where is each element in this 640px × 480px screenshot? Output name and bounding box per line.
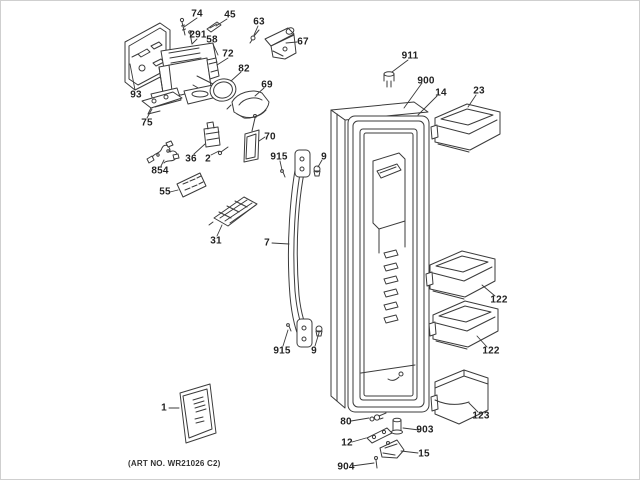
harness-854 bbox=[146, 140, 180, 164]
callout-70: 70 bbox=[264, 131, 276, 143]
callout-915-top: 915 bbox=[270, 151, 288, 163]
freezer-door-14 bbox=[330, 101, 430, 413]
callout-69: 69 bbox=[261, 79, 273, 91]
bracket-75 bbox=[141, 91, 183, 115]
callout-72: 72 bbox=[222, 48, 234, 60]
screw-904 bbox=[374, 456, 378, 469]
screw-74 bbox=[179, 17, 186, 36]
callout-9-top: 9 bbox=[321, 151, 327, 163]
callout-75: 75 bbox=[141, 117, 153, 129]
callout-23: 23 bbox=[473, 85, 485, 97]
drip-tray-69 bbox=[226, 90, 270, 119]
screw-2 bbox=[217, 146, 229, 156]
screw-291 bbox=[188, 30, 193, 45]
tray-31 bbox=[208, 196, 258, 227]
callout-915-bottom: 915 bbox=[273, 345, 291, 357]
callout-903: 903 bbox=[416, 424, 434, 436]
callout-122-lower: 122 bbox=[482, 345, 500, 357]
callout-80: 80 bbox=[340, 416, 352, 428]
callout-93: 93 bbox=[130, 89, 142, 101]
door-bin-122-upper bbox=[425, 250, 496, 300]
callout-2: 2 bbox=[205, 153, 211, 165]
callout-63: 63 bbox=[253, 16, 265, 28]
plug-911 bbox=[383, 71, 395, 88]
callout-122-upper: 122 bbox=[490, 294, 508, 306]
door-bin-123 bbox=[430, 369, 489, 425]
screw-915-bottom bbox=[286, 323, 292, 332]
callout-911: 911 bbox=[401, 50, 419, 62]
door-bin-122-lower bbox=[428, 300, 499, 350]
screw-915-top bbox=[280, 169, 286, 178]
door-handle-7 bbox=[287, 149, 313, 348]
art-number: (ART NO. WR21026 C2) bbox=[128, 459, 221, 468]
callout-904: 904 bbox=[337, 461, 355, 473]
bracket-67 bbox=[264, 27, 297, 60]
stud-9-bottom bbox=[315, 325, 323, 337]
recess-panel-70 bbox=[243, 114, 260, 163]
bracket-36 bbox=[203, 121, 221, 148]
callout-31: 31 bbox=[210, 235, 222, 247]
callout-58: 58 bbox=[206, 34, 218, 46]
trim-ring-82 bbox=[209, 78, 237, 102]
clip-45 bbox=[206, 21, 222, 33]
callout-123: 123 bbox=[472, 410, 490, 422]
plug-903 bbox=[391, 417, 403, 435]
stud-9-top bbox=[313, 165, 321, 177]
callout-36: 36 bbox=[185, 153, 197, 165]
door-stop-12 bbox=[366, 427, 393, 444]
screw-80 bbox=[369, 412, 387, 422]
gasket-900 bbox=[347, 115, 430, 413]
callout-854: 854 bbox=[151, 165, 169, 177]
callout-14: 14 bbox=[435, 87, 447, 99]
bracket-72 bbox=[206, 57, 220, 80]
callout-7: 7 bbox=[264, 237, 270, 249]
callout-291: 291 bbox=[189, 29, 207, 41]
stop-foot-15 bbox=[379, 439, 405, 459]
screw-63 bbox=[249, 29, 260, 44]
callout-55: 55 bbox=[159, 186, 171, 198]
callout-900: 900 bbox=[417, 75, 435, 87]
callout-9-bottom: 9 bbox=[311, 345, 317, 357]
door-bin-23 bbox=[430, 103, 501, 153]
callout-45: 45 bbox=[224, 9, 236, 21]
energy-guide-1 bbox=[179, 383, 217, 444]
callout-67: 67 bbox=[297, 36, 309, 48]
callout-15: 15 bbox=[418, 448, 430, 460]
nameplate-55 bbox=[176, 172, 207, 198]
callout-1: 1 bbox=[161, 402, 167, 414]
callout-74: 74 bbox=[191, 8, 203, 20]
leader-lines bbox=[129, 17, 496, 467]
callout-82: 82 bbox=[238, 63, 250, 75]
callout-12: 12 bbox=[341, 437, 353, 449]
